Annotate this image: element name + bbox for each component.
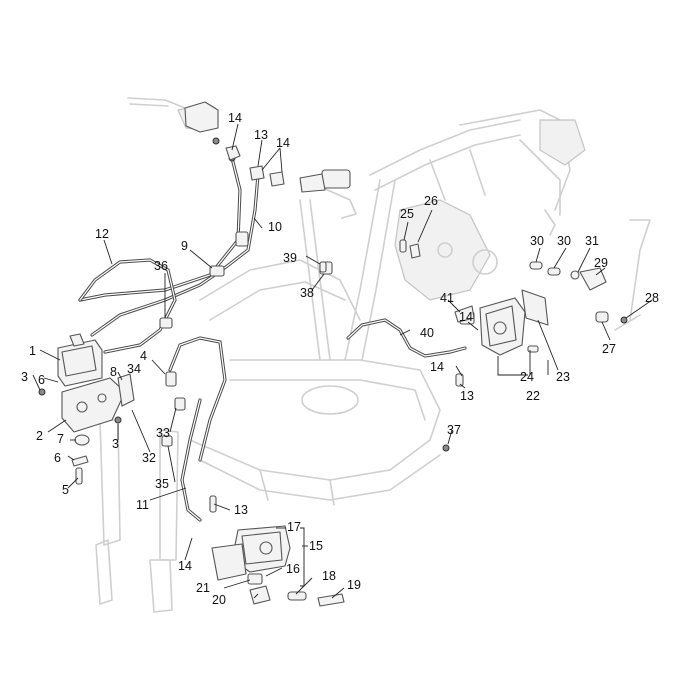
callout-27: 27 — [602, 342, 616, 356]
callout-1: 1 — [29, 344, 36, 358]
banjo-fittings — [212, 137, 285, 187]
callout-17: 17 — [287, 520, 301, 534]
callout-labels: 1 2 3 3 4 5 6 6 7 8 9 10 11 12 13 13 13 … — [21, 111, 659, 607]
callout-34: 34 — [127, 362, 141, 376]
callout-16: 16 — [286, 562, 300, 576]
callout-6: 6 — [38, 373, 45, 387]
callout-26: 26 — [424, 194, 438, 208]
callout-18: 18 — [322, 569, 336, 583]
callout-31: 31 — [585, 234, 599, 248]
callout-25: 25 — [400, 207, 414, 221]
callout-35: 35 — [155, 477, 169, 491]
rear-sensor-parts — [319, 239, 628, 452]
callout-33: 33 — [156, 426, 170, 440]
callout-37: 37 — [447, 423, 461, 437]
callout-32: 32 — [142, 451, 156, 465]
callout-10: 10 — [268, 220, 282, 234]
callout-14: 14 — [276, 136, 290, 150]
callout-14: 14 — [459, 310, 473, 324]
callout-14: 14 — [228, 111, 242, 125]
leader-lines — [32, 123, 653, 599]
rear-caliper — [479, 289, 549, 356]
brake-hoses — [78, 148, 467, 522]
callout-29: 29 — [594, 256, 608, 270]
callout-2: 2 — [36, 429, 43, 443]
scooter-frame-ghost — [95, 97, 651, 613]
callout-21: 21 — [196, 581, 210, 595]
callout-41: 41 — [440, 291, 454, 305]
callout-15: 15 — [309, 539, 323, 553]
callout-24: 24 — [520, 370, 534, 384]
callout-9: 9 — [181, 239, 188, 253]
callout-7: 7 — [57, 432, 64, 446]
callout-39: 39 — [283, 251, 297, 265]
callout-12: 12 — [95, 227, 109, 241]
callout-20: 20 — [212, 593, 226, 607]
callout-3: 3 — [21, 370, 28, 384]
callout-11: 11 — [136, 498, 149, 512]
callout-28: 28 — [645, 291, 659, 305]
callout-38: 38 — [300, 286, 314, 300]
callout-13: 13 — [460, 389, 474, 403]
callout-13: 13 — [234, 503, 248, 517]
callout-23: 23 — [556, 370, 570, 384]
callout-14: 14 — [178, 559, 192, 573]
callout-30: 30 — [557, 234, 571, 248]
master-cylinders — [184, 101, 351, 193]
callout-4: 4 — [140, 349, 147, 363]
abs-unit — [38, 333, 135, 485]
callout-22: 22 — [526, 389, 540, 403]
callout-3: 3 — [112, 437, 119, 451]
callout-36: 36 — [154, 259, 168, 273]
callout-19: 19 — [347, 578, 361, 592]
callout-8: 8 — [110, 365, 117, 379]
callout-6: 6 — [54, 451, 61, 465]
callout-40: 40 — [420, 326, 434, 340]
callout-5: 5 — [62, 483, 69, 497]
callout-30: 30 — [530, 234, 544, 248]
callout-13: 13 — [254, 128, 268, 142]
front-caliper — [209, 495, 345, 607]
callout-14: 14 — [430, 360, 444, 374]
